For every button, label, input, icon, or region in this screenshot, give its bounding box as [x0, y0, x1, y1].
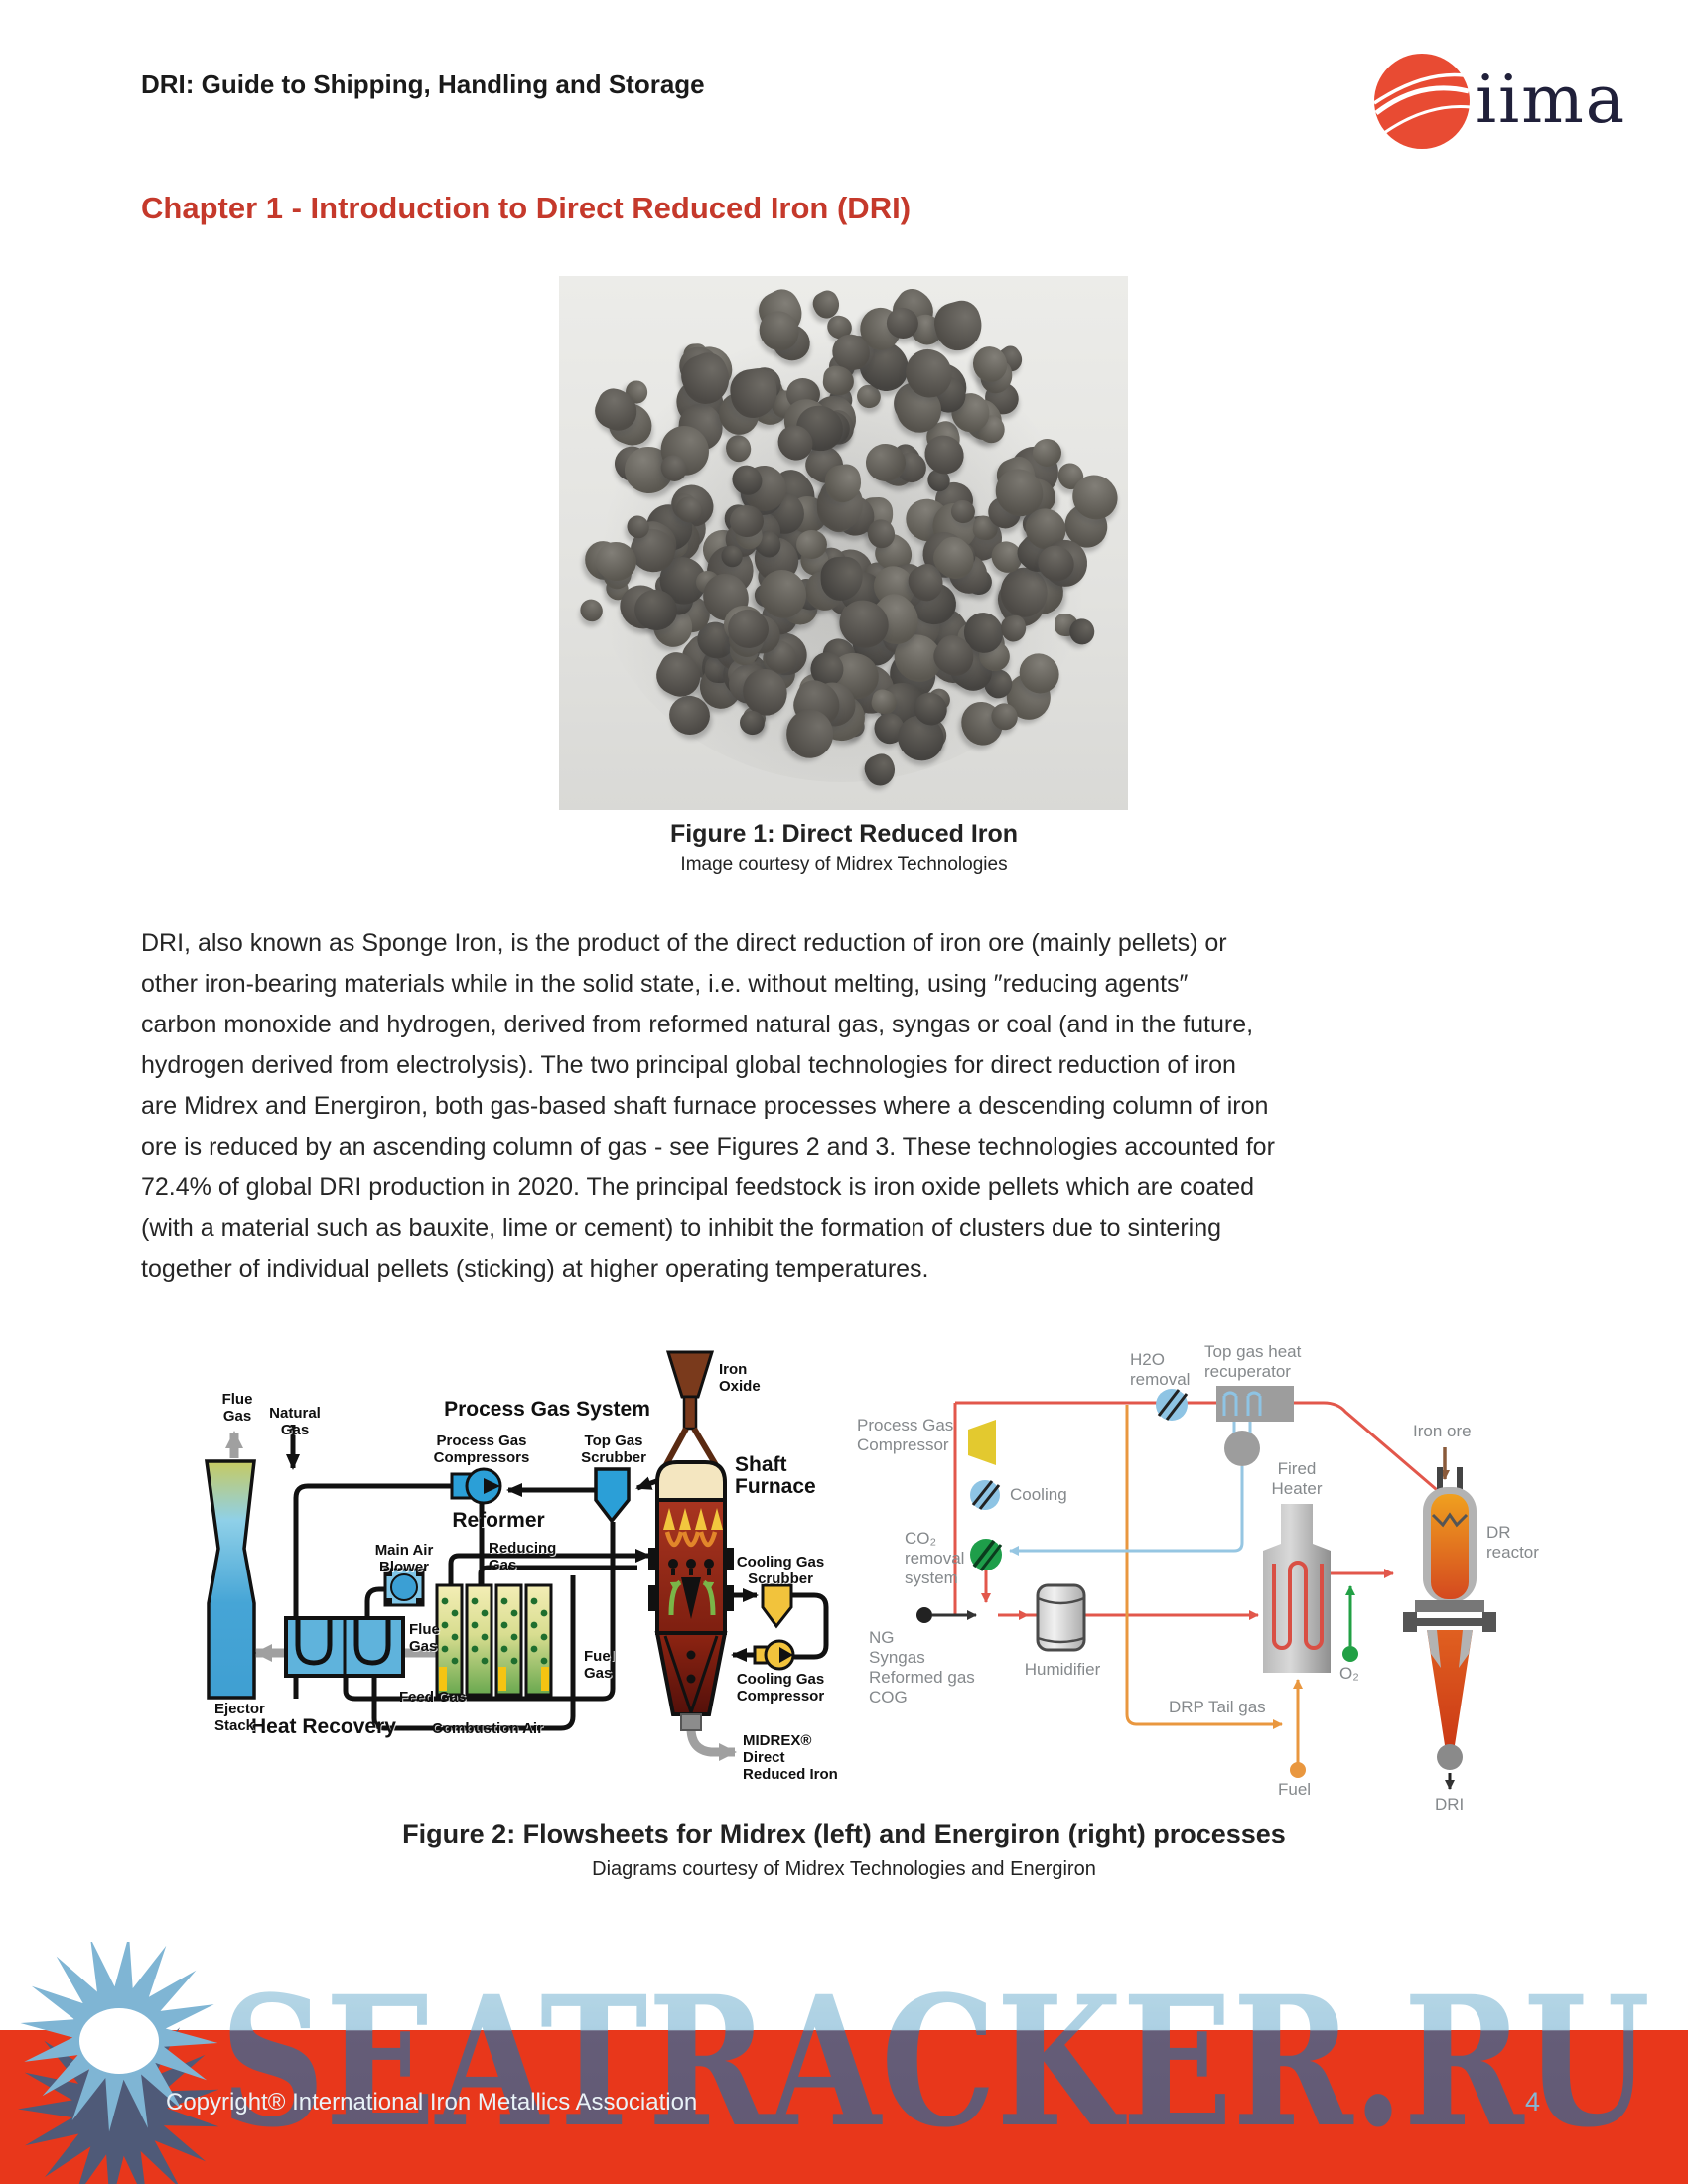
reformer-burner-flames	[439, 1667, 549, 1691]
label-cooling: Cooling	[1010, 1485, 1067, 1504]
fuel-dot	[1290, 1762, 1306, 1778]
body-line: carbon monoxide and hydrogen, derived fr…	[141, 1011, 1254, 1038]
watermark-text: SEATRACKER.RU	[220, 1964, 1650, 2167]
body-line: ore is reduced by an ascending column of…	[141, 1133, 1275, 1160]
figure1-caption: Figure 1: Direct Reduced Iron	[669, 820, 1019, 848]
dri-pellet	[1068, 617, 1096, 646]
energiron-red-lines	[953, 1401, 1444, 1620]
top-gas-scrubber-shape	[594, 1467, 631, 1524]
label-top-gas-heat-recuperator: Top gas heat recuperator	[1204, 1342, 1302, 1381]
main-air-blower-unit	[383, 1568, 425, 1607]
seatracker-watermark: SEATRACKER.RU	[211, 1958, 1660, 2184]
shaft-furnace-unit	[648, 1350, 734, 1731]
label-fired-heater: Fired Heater	[1271, 1459, 1323, 1498]
label-feed-gas: Feed Gas	[399, 1689, 467, 1706]
label-h2o-removal: H2O removal	[1130, 1350, 1191, 1389]
label-dr-reactor: DR reactor	[1486, 1523, 1539, 1562]
document-title: DRI: Guide to Shipping, Handling and Sto…	[141, 69, 705, 99]
furnace-flames	[663, 1508, 723, 1548]
label-reducing-gas: Reducing Gas	[489, 1540, 557, 1573]
label-feed-gases: NG Syngas Reformed gas COG	[869, 1628, 998, 1707]
feed-gas-line: Reformed gas	[869, 1668, 975, 1687]
label-main-air-blower: Main Air Blower	[374, 1542, 434, 1575]
footer-red-band	[0, 2030, 1688, 2184]
label-o2: O₂	[1339, 1664, 1359, 1683]
iima-logo-text: iima	[1476, 62, 1627, 138]
page-number: 4	[1525, 2087, 1541, 2116]
dri-pellet	[795, 529, 827, 560]
label-dri-output: DRI	[1435, 1795, 1465, 1814]
feed-gas-line: NG	[869, 1628, 895, 1647]
humidifier-unit	[1036, 1583, 1086, 1652]
sun-icon	[18, 1934, 219, 2184]
h2o-removal-symbol	[1156, 1389, 1189, 1421]
chapter-heading: Chapter 1 - Introduction to Direct Reduc…	[141, 191, 912, 225]
reformer-catalyst-dots	[441, 1597, 548, 1665]
body-line: hydrogen derived from electrolysis). The…	[141, 1051, 1236, 1079]
body-line: DRI, also known as Sponge Iron, is the p…	[141, 929, 1227, 957]
label-drp-tail-gas: DRP Tail gas	[1169, 1698, 1266, 1716]
figure2-credit: Diagrams courtesy of Midrex Technologies…	[592, 1858, 1096, 1880]
cooling-gas-units	[753, 1583, 795, 1671]
label-midrex-dri: MIDREX® Direct Reduced Iron	[743, 1732, 838, 1783]
label-cooling-gas-scrubber: Cooling Gas Scrubber	[736, 1554, 825, 1587]
heading-heat-recovery: Heat Recovery	[251, 1715, 396, 1738]
iima-logo	[1372, 52, 1650, 161]
body-line: (with a material such as bauxite, lime o…	[141, 1214, 1222, 1242]
energiron-flowsheet-graphics	[916, 1386, 1496, 1790]
dr-reactor-unit	[1403, 1467, 1496, 1790]
body-line: are Midrex and Energiron, both gas-based…	[141, 1092, 1269, 1120]
heading-reformer: Reformer	[452, 1509, 545, 1532]
label-ejector-stack: Ejector Stack	[214, 1701, 265, 1734]
body-line: together of individual pellets (sticking…	[141, 1255, 929, 1283]
label-cooling-gas-compressor: Cooling Gas Compressor	[736, 1671, 825, 1705]
body-line: 72.4% of global DRI production in 2020. …	[141, 1173, 1255, 1201]
figure1-credit: Image courtesy of Midrex Technologies	[680, 854, 1008, 875]
midrex-flowsheet-diagram: Flue Gas Natural Gas Process Gas System …	[139, 1325, 839, 1783]
label-flue-gas-top: Flue Gas	[221, 1391, 253, 1425]
co2-removal-symbol	[970, 1539, 1003, 1571]
sun-center	[79, 2008, 159, 2074]
label-combustion-air: Combustion Air	[432, 1720, 543, 1737]
reformer-unit	[435, 1583, 553, 1697]
process-gas-compressor-shape	[968, 1420, 996, 1465]
ejector-stack-shape	[204, 1459, 256, 1700]
furnace-ports	[668, 1559, 714, 1575]
label-process-gas-compressor: Process Gas Compressor	[857, 1416, 954, 1454]
footer-copyright: Copyright® International Iron Metallics …	[166, 2089, 698, 2116]
label-natural-gas: Natural Gas	[269, 1405, 321, 1438]
figure2-caption: Figure 2: Flowsheets for Midrex (left) a…	[402, 1819, 1286, 1848]
label-iron-ore: Iron ore	[1413, 1422, 1472, 1440]
heading-process-gas-system: Process Gas System	[444, 1398, 650, 1421]
top-gas-heat-recuperator-unit	[1216, 1386, 1294, 1422]
midrex-flowsheet-graphics	[204, 1350, 829, 1761]
cooling-symbol	[970, 1480, 1001, 1510]
fired-heater-unit	[1263, 1504, 1331, 1673]
label-fuel: Fuel	[1278, 1780, 1312, 1799]
label-humidifier: Humidifier	[1024, 1660, 1101, 1679]
energiron-orange-lines	[1125, 1405, 1303, 1764]
label-fuel-gas: Fuel Gas	[584, 1648, 615, 1682]
feed-gas-line: COG	[869, 1688, 908, 1706]
feed-gas-line: Syngas	[869, 1648, 925, 1667]
o2-dot	[1342, 1646, 1358, 1662]
watermark-text-graphic: SEATRACKER.RU	[220, 1958, 1650, 2167]
energiron-flowsheet-diagram: H2O removal Top gas heat recuperator Pro…	[849, 1320, 1564, 1817]
body-line: other iron-bearing materials while in th…	[141, 970, 1189, 998]
body-paragraph: DRI, also known as Sponge Iron, is the p…	[141, 923, 1561, 1290]
seatracker-sun-logo	[6, 1934, 239, 2184]
iima-globe-icon	[1373, 54, 1472, 149]
label-top-gas-scrubber: Top Gas Scrubber	[581, 1433, 646, 1466]
label-iron-oxide: Iron Oxide	[719, 1361, 761, 1395]
label-process-gas-compressors: Process Gas Compressors	[433, 1433, 530, 1466]
feed-dot	[916, 1607, 932, 1623]
figure1-dri-pellets-photo	[559, 276, 1128, 810]
label-co2-removal: CO₂ removal system	[905, 1529, 965, 1587]
heat-recovery-unit	[284, 1616, 405, 1678]
process-gas-compressor-unit	[450, 1467, 502, 1505]
heading-shaft-furnace: Shaft Furnace	[735, 1453, 816, 1498]
label-flue-gas-mid: Flue Gas	[409, 1621, 440, 1655]
recuperator-drum	[1224, 1431, 1260, 1466]
